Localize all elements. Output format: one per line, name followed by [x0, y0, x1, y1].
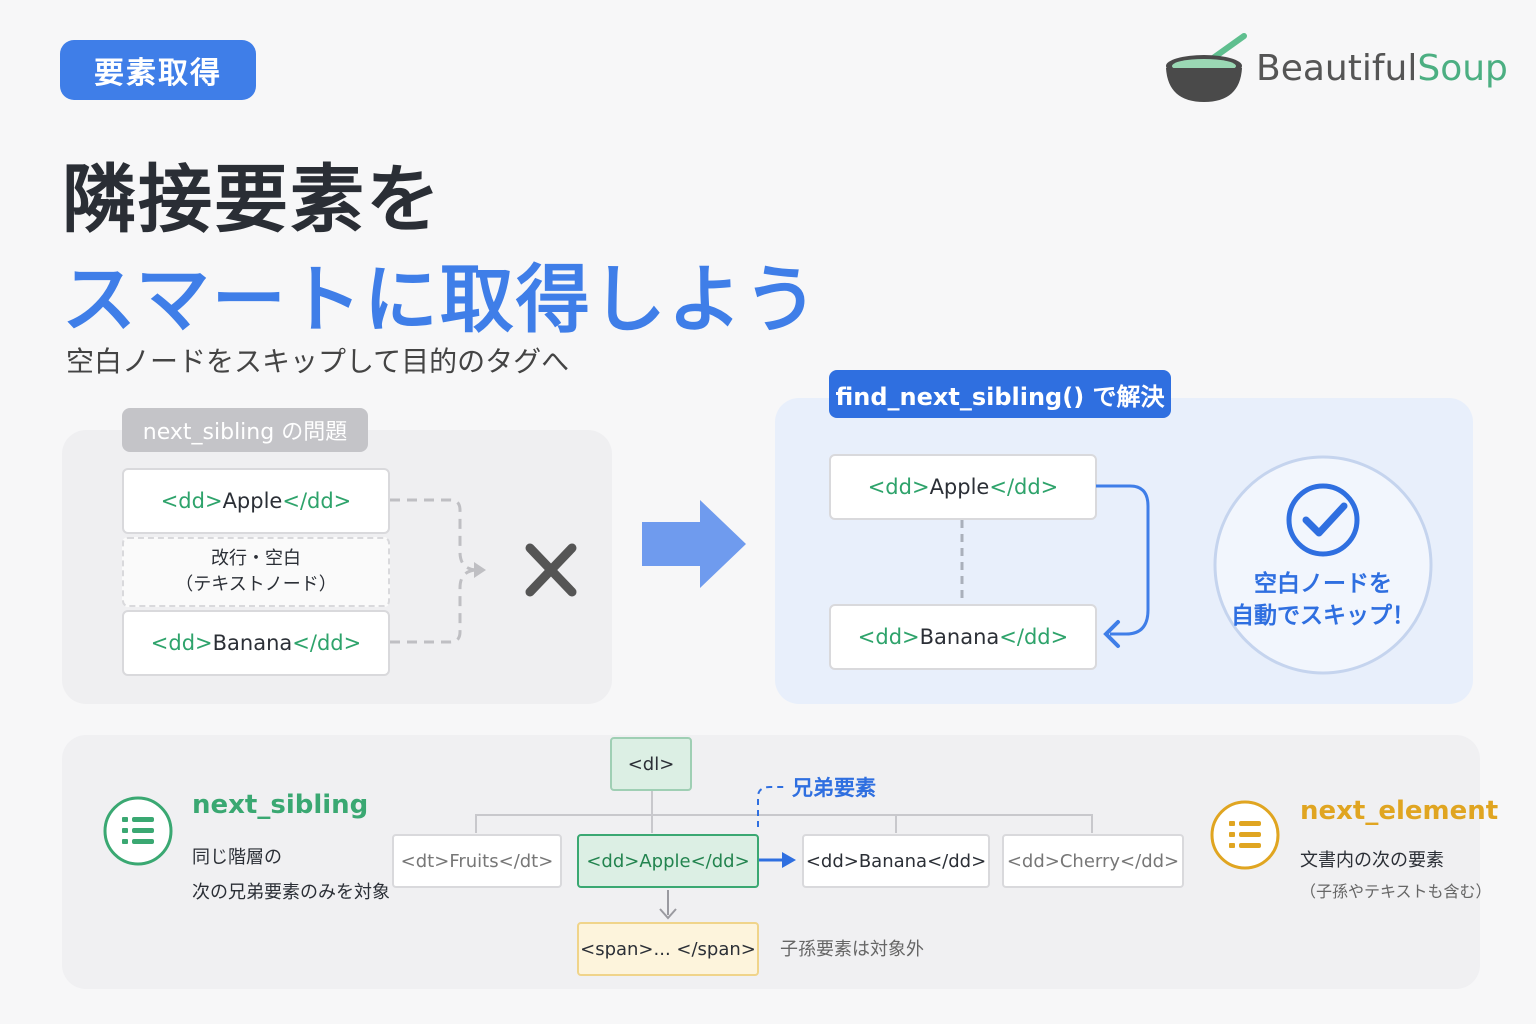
skip-connector — [960, 484, 1150, 648]
span-descendant-node: <span>... </span> — [577, 922, 759, 976]
subtitle: 空白ノードをスキップして目的のタグへ — [66, 345, 570, 378]
title-line-2: スマートに取得しよう — [62, 257, 820, 343]
next-element-desc-1: 文書内の次の要素 — [1300, 850, 1444, 871]
soup-bowl-icon — [1166, 33, 1247, 102]
right-apple-box: <dd>Apple</dd> — [829, 454, 1097, 520]
check-circle-icon — [1286, 483, 1360, 557]
next-element-title: next_element — [1300, 796, 1499, 826]
fail-x-icon — [525, 543, 577, 597]
list-icon-green — [103, 796, 173, 866]
descendant-note: 子孫要素は対象外 — [780, 939, 924, 960]
title-line-1: 隣接要素を — [62, 157, 442, 243]
left-banana-box: <dd>Banana</dd> — [122, 610, 390, 676]
dd-apple-node: <dd>Apple</dd> — [577, 834, 759, 888]
auto-skip-text: 空白ノードを 自動でスキップ！ — [1231, 571, 1415, 629]
beautifulsoup-logo: BeautifulSoup — [1256, 48, 1508, 89]
transition-arrow-icon — [642, 500, 746, 588]
dd-banana-node: <dd>Banana</dd> — [802, 834, 990, 888]
solution-tag: find_next_sibling() で解決 — [829, 370, 1171, 418]
list-icon-orange — [1210, 800, 1280, 870]
whitespace-node-box: 改行・空白 （テキストノード） — [122, 537, 390, 607]
next-sibling-title: next_sibling — [192, 790, 369, 820]
next-sibling-desc-2: 次の兄弟要素のみを対象 — [192, 882, 390, 903]
dd-cherry-node: <dd>Cherry</dd> — [1002, 834, 1184, 888]
next-sibling-desc-1: 同じ階層の — [192, 847, 282, 868]
auto-skip-badge — [1213, 455, 1433, 675]
tree-connectors — [475, 786, 1093, 920]
dt-fruits-node: <dt>Fruits</dt> — [392, 834, 562, 888]
right-banana-box: <dd>Banana</dd> — [829, 604, 1097, 670]
section-badge: 要素取得 — [60, 40, 256, 100]
problem-tag: next_sibling の問題 — [122, 408, 368, 452]
dl-root-node: <dl> — [610, 737, 692, 791]
sibling-label: 兄弟要素 — [792, 776, 876, 800]
left-apple-box: <dd>Apple</dd> — [122, 468, 390, 534]
next-element-desc-2: （子孫やテキストも含む） — [1300, 882, 1492, 901]
left-connector — [390, 498, 577, 644]
